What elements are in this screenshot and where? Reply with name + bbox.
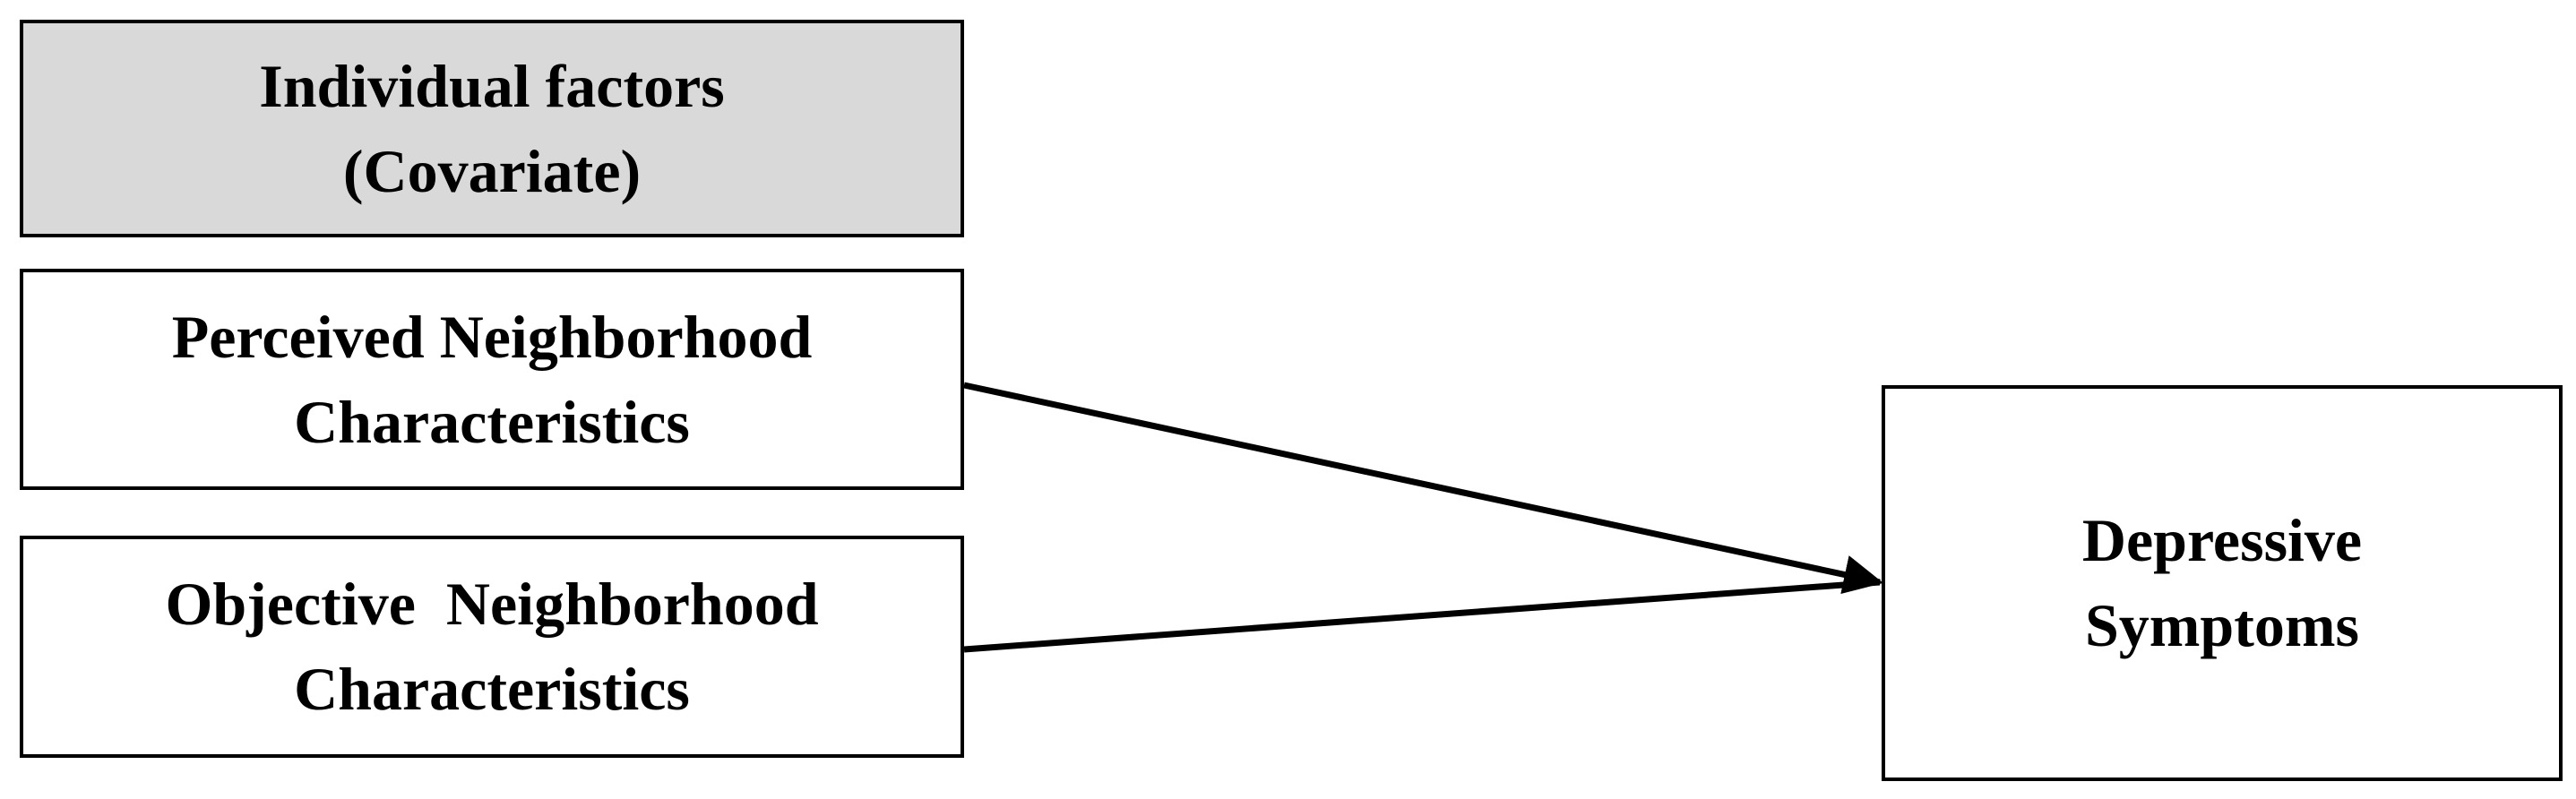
depressive-symptoms-box: Depressive Symptoms: [1882, 385, 2563, 781]
outcome-label-line2: Symptoms: [2084, 591, 2360, 659]
perceived-label-line1: Perceived Neighborhood: [171, 302, 813, 371]
objective-label-line2: Characteristics: [294, 655, 690, 723]
covariate-box: Individual factors (Covariate): [20, 20, 964, 237]
outcome-label-line1: Depressive: [2081, 506, 2363, 574]
perceived-neighborhood-label: Perceived Neighborhood Characteristics: [172, 295, 813, 465]
objective-label-line1: Objective Neighborhood: [165, 570, 819, 638]
arrow-objective-to-depressive: [963, 579, 1881, 653]
perceived-label-line2: Characteristics: [294, 387, 690, 456]
objective-neighborhood-label: Objective Neighborhood Characteristics: [165, 562, 818, 732]
depressive-symptoms-label: Depressive Symptoms: [2082, 498, 2362, 668]
arrow-perceived-to-depressive: [963, 382, 1883, 595]
covariate-label-line2: (Covariate): [342, 136, 642, 205]
perceived-neighborhood-box: Perceived Neighborhood Characteristics: [20, 269, 964, 490]
objective-neighborhood-box: Objective Neighborhood Characteristics: [20, 536, 964, 758]
covariate-label: Individual factors (Covariate): [259, 44, 725, 214]
covariate-label-line1: Individual factors: [259, 51, 725, 120]
